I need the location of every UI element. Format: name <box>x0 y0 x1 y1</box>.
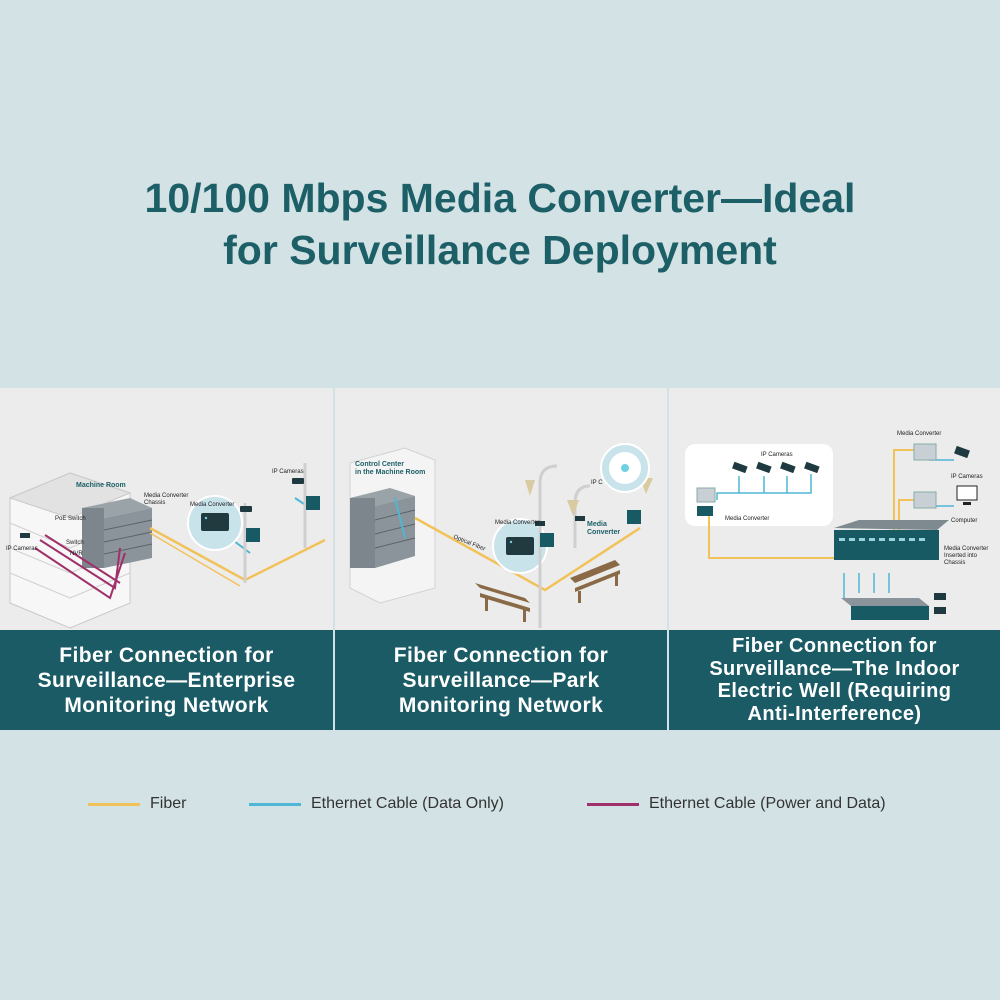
legend-item-ethernet-data: Ethernet Cable (Data Only) <box>249 795 504 813</box>
label-ip-cameras-left: IP Cameras <box>6 546 38 552</box>
label-optical-fiber: Optical Fiber <box>452 534 486 552</box>
label-machine-room: Machine Room <box>76 482 126 489</box>
label-media-converter-2b: Converter <box>587 529 620 536</box>
label-chassis-2: Inserted into <box>944 553 978 559</box>
legend-swatch <box>249 802 301 806</box>
machine-room-building <box>349 447 436 604</box>
title-line-1: 10/100 Mbps Media Converter—Ideal <box>144 175 856 221</box>
enterprise-network-illustration: Machine Room PoE Switch Switch NVR IP Ca… <box>6 463 326 629</box>
media-converter-zoom <box>187 495 243 551</box>
camera-icon <box>934 607 946 614</box>
media-converter-top <box>913 443 937 461</box>
label-chassis-1: Media Converter <box>944 546 988 552</box>
caption-line: Surveillance—Enterprise <box>37 668 296 692</box>
caption-line: Anti-Interference) <box>747 702 922 725</box>
legend-swatch <box>88 802 140 806</box>
caption-line: Fiber Connection for <box>393 643 609 667</box>
camera-pole-1 <box>240 503 260 583</box>
ethernet-line <box>394 497 406 539</box>
caption-line: Surveillance—Park <box>402 668 600 692</box>
legend-item-ethernet-power: Ethernet Cable (Power and Data) <box>587 795 886 813</box>
camera-icon <box>575 516 585 521</box>
legend-label: Ethernet Cable (Power and Data) <box>649 795 886 812</box>
camera-box <box>540 533 554 547</box>
caption-line: Fiber Connection for <box>732 635 937 657</box>
camera-card <box>685 444 833 526</box>
label-nvr: NVR <box>70 551 83 557</box>
legend-swatch <box>587 802 639 806</box>
label-media-converter: Media Converter <box>190 502 234 508</box>
poe-cables <box>34 534 126 600</box>
caption-line: Fiber Connection for <box>59 643 274 667</box>
panel-park: Control Center in the Machine Room Optic… <box>335 388 667 730</box>
caption-line: Monitoring Network <box>398 693 604 717</box>
page-title: 10/100 Mbps Media Converter—Ideal for Su… <box>0 172 1000 276</box>
panel-enterprise: Machine Room PoE Switch Switch NVR IP Ca… <box>0 388 333 730</box>
fiber-line <box>414 516 641 592</box>
label-computer: Computer <box>951 518 977 524</box>
label-ip-cameras-top: IP Cameras <box>761 452 793 458</box>
caption-park: Fiber Connection for Surveillance—Park M… <box>335 630 667 730</box>
bottom-switch <box>841 598 929 620</box>
label-control-center-2: in the Machine Room <box>355 469 425 476</box>
indoor-network-illustration: IP Cameras Media Converter Media Convert… <box>685 431 988 620</box>
legend-label: Fiber <box>150 795 187 812</box>
label-switch: Switch <box>66 540 84 546</box>
camera-icon <box>20 533 30 538</box>
caption-line: Electric Well (Requiring <box>717 680 952 702</box>
legend: Fiber Ethernet Cable (Data Only) Etherne… <box>0 795 1000 815</box>
caption-indoor: Fiber Connection for Surveillance—The In… <box>669 630 1000 730</box>
legend-label: Ethernet Cable (Data Only) <box>311 795 504 812</box>
title-line-2: for Surveillance Deployment <box>223 227 777 273</box>
caption-line: Monitoring Network <box>64 693 269 717</box>
park-benches <box>475 560 620 622</box>
camera-icon <box>535 521 545 526</box>
server-rack <box>82 498 153 568</box>
media-converter-zoom <box>492 518 548 574</box>
ap-zoom <box>600 443 650 493</box>
label-ip-cameras-right: IP Cameras <box>951 474 983 480</box>
label-media-converter-2a: Media <box>587 521 607 528</box>
media-converter-chassis <box>834 520 949 560</box>
ip-cameras-row <box>732 461 820 474</box>
caption-enterprise: Fiber Connection for Surveillance—Enterp… <box>0 630 333 730</box>
label-chassis-1: Media Converter <box>144 493 188 499</box>
label-media-converter-top: Media Converter <box>897 431 941 437</box>
label-chassis-2: Chassis <box>144 500 165 506</box>
legend-item-fiber: Fiber <box>88 795 186 813</box>
label-media-converter: Media Converter <box>495 520 539 526</box>
label-media-converter-left: Media Converter <box>725 516 769 522</box>
camera-pole-2 <box>292 463 320 548</box>
camera-icon <box>954 445 970 459</box>
fiber-line-2 <box>149 532 241 587</box>
media-converter-left <box>696 487 716 516</box>
label-ip-cameras-right: IP Cameras <box>272 469 304 475</box>
media-converter-mid <box>913 491 937 509</box>
label-poe-switch: PoE Switch <box>55 516 86 522</box>
panel-indoor: IP Cameras Media Converter Media Convert… <box>669 388 1000 730</box>
label-control-center-1: Control Center <box>355 461 404 468</box>
label-chassis-3: Chassis <box>944 560 965 566</box>
computer-icon <box>956 485 978 505</box>
caption-line: Surveillance—The Indoor <box>709 657 960 680</box>
label-ip-c: IP C <box>591 480 603 486</box>
camera-icon <box>934 593 946 600</box>
camera-box <box>627 510 641 524</box>
park-network-illustration: Control Center in the Machine Room Optic… <box>349 443 653 628</box>
